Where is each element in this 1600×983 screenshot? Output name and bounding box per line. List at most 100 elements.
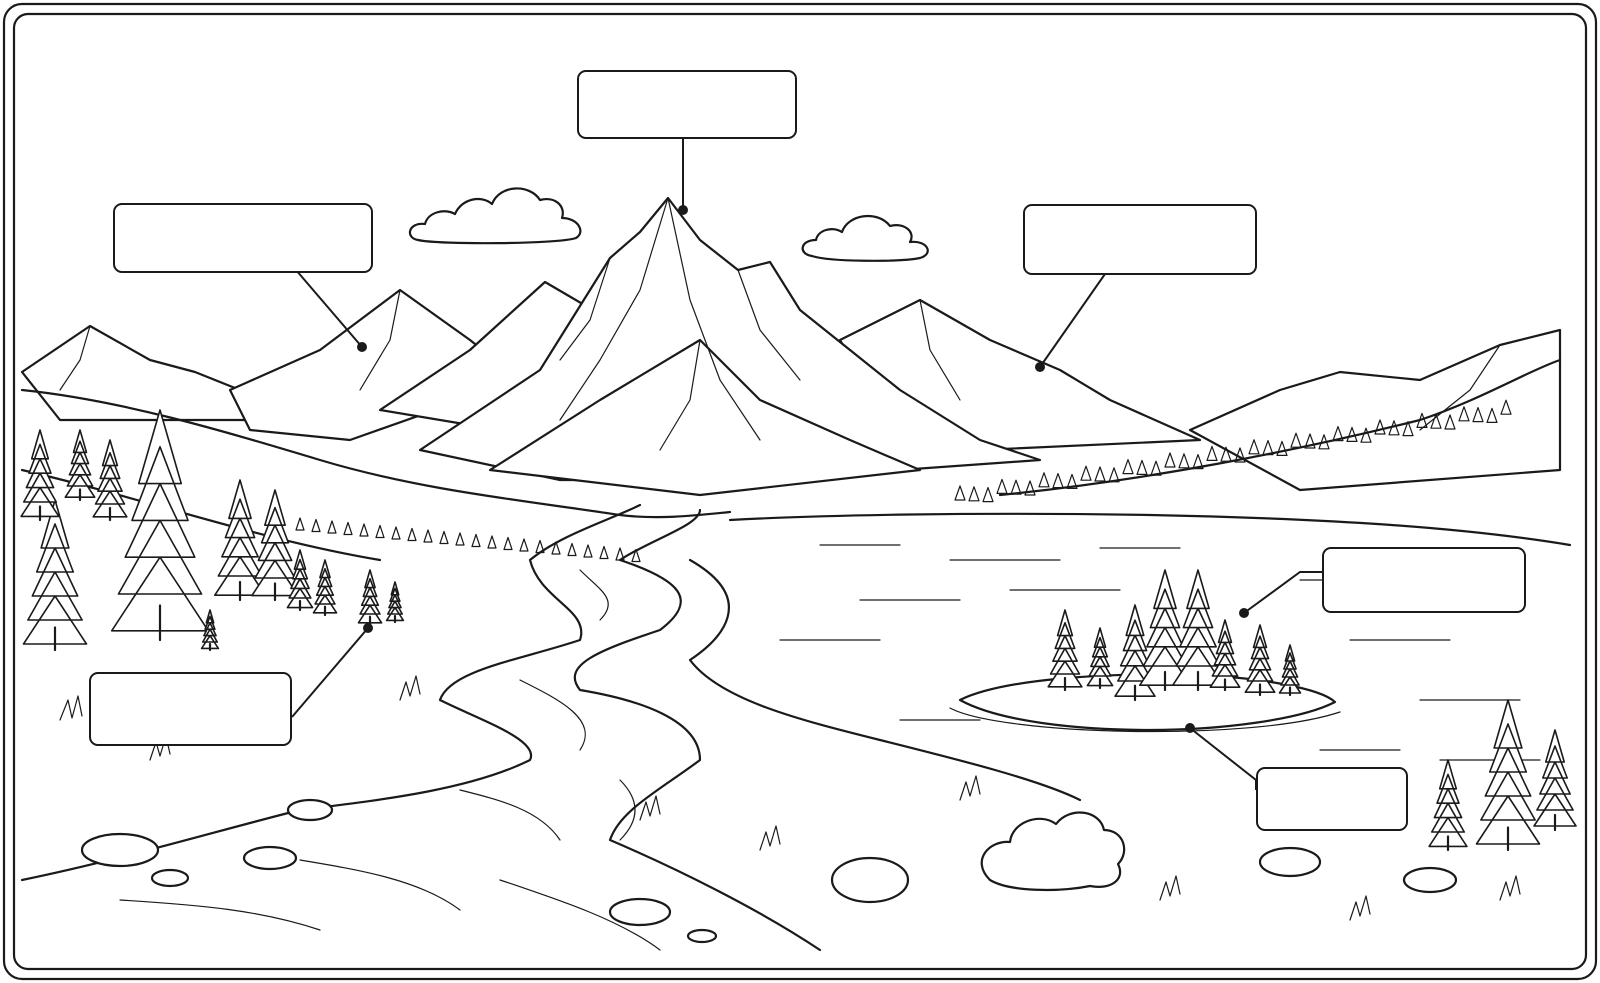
mountain-range	[20, 196, 1562, 497]
pine-tree	[1428, 759, 1468, 848]
pine-tree	[1139, 569, 1191, 686]
distant-tree	[1094, 466, 1106, 482]
distant-tree	[1290, 432, 1302, 448]
cloud-left	[408, 187, 582, 245]
distant-tree	[1276, 440, 1288, 456]
pine-tree	[1533, 729, 1577, 827]
pine-tree	[286, 549, 314, 609]
distant-tree	[391, 526, 401, 540]
pine-tree	[1047, 609, 1083, 688]
distant-tree	[982, 487, 994, 503]
leader-line-lake	[1243, 571, 1322, 614]
distant-tree	[1010, 479, 1022, 495]
distant-tree	[295, 517, 305, 531]
island	[958, 673, 1337, 732]
leader-line-left-mountain	[295, 269, 363, 348]
leader-dot-lake	[1239, 608, 1249, 618]
distant-tree	[535, 539, 545, 554]
label-box-left-mountain[interactable]	[113, 203, 373, 273]
distant-tree	[423, 529, 433, 543]
leader-line-right-mountain	[1039, 273, 1106, 368]
pine-tree	[22, 499, 88, 645]
distant-tree	[439, 530, 449, 545]
distant-tree	[1500, 399, 1512, 415]
pine-tree	[1172, 569, 1224, 686]
grass-tufts	[59, 675, 1521, 921]
distant-tree	[567, 542, 577, 557]
label-box-island[interactable]	[1256, 767, 1408, 831]
leader-line-forest	[291, 627, 369, 718]
distant-tree	[1178, 453, 1190, 469]
leader-line-island	[1189, 727, 1257, 790]
distant-tree	[375, 524, 385, 539]
lake-shore	[728, 512, 1572, 547]
distant-tree	[631, 548, 641, 563]
distant-tree	[615, 547, 625, 561]
distant-tree	[1318, 434, 1330, 450]
pine-tree	[1114, 604, 1156, 697]
left-hillside	[20, 388, 732, 519]
distant-tree	[1458, 406, 1470, 422]
label-box-peak[interactable]	[577, 70, 797, 139]
pine-tree	[110, 409, 210, 632]
river-left-bank	[20, 503, 642, 882]
distant-tree	[583, 544, 593, 558]
distant-tree	[1192, 454, 1204, 470]
leader-dot-right-mountain	[1035, 362, 1045, 372]
distant-tree	[1346, 426, 1358, 442]
lake-ripples	[779, 544, 1541, 761]
distant-tree	[1066, 473, 1078, 489]
pine-tree	[200, 609, 220, 650]
pine-trees	[20, 399, 1577, 852]
distant-tree	[1472, 407, 1484, 423]
leader-dot-peak	[678, 205, 688, 215]
distant-tree	[1052, 473, 1064, 489]
distant-tree	[996, 478, 1008, 494]
label-box-forest[interactable]	[89, 672, 292, 746]
distant-tree	[1416, 412, 1428, 428]
distant-tree	[455, 532, 465, 546]
pine-tree	[385, 581, 405, 622]
label-box-right-mountain[interactable]	[1023, 204, 1257, 275]
distant-tree	[1122, 459, 1134, 475]
distant-tree	[1024, 480, 1036, 496]
distant-tree	[1388, 420, 1400, 436]
distant-tree	[1150, 460, 1162, 476]
distant-tree	[1080, 465, 1092, 481]
inner-frame	[12, 12, 1588, 971]
leader-dot-island	[1185, 723, 1195, 733]
distant-tree	[1164, 452, 1176, 468]
distant-tree	[1444, 414, 1456, 430]
distant-tree	[1402, 421, 1414, 437]
pine-tree	[1086, 627, 1114, 687]
distant-tree	[1220, 446, 1232, 462]
distant-tree	[599, 545, 609, 560]
pine-tree	[1209, 619, 1241, 688]
distant-tree	[311, 518, 321, 533]
distant-tree	[1486, 407, 1498, 423]
cloud-right	[801, 214, 929, 262]
distant-tree	[327, 520, 337, 534]
label-box-lake[interactable]	[1322, 547, 1526, 613]
distant-tree	[954, 485, 966, 501]
pine-tree	[1278, 644, 1302, 694]
right-hillside	[998, 358, 1562, 497]
pine-tree	[214, 479, 266, 596]
river-right-bank	[573, 508, 822, 952]
distant-tree	[1360, 427, 1372, 443]
distant-tree	[1234, 447, 1246, 463]
distant-tree	[407, 527, 417, 542]
pine-tree	[312, 559, 338, 614]
bush	[980, 811, 1126, 891]
distant-tree	[551, 541, 561, 555]
distant-tree	[1304, 433, 1316, 449]
distant-tree	[1248, 439, 1260, 455]
pine-tree	[64, 429, 96, 498]
distant-tree	[1038, 472, 1050, 488]
pine-tree	[1475, 699, 1541, 845]
pine-tree	[251, 489, 299, 597]
